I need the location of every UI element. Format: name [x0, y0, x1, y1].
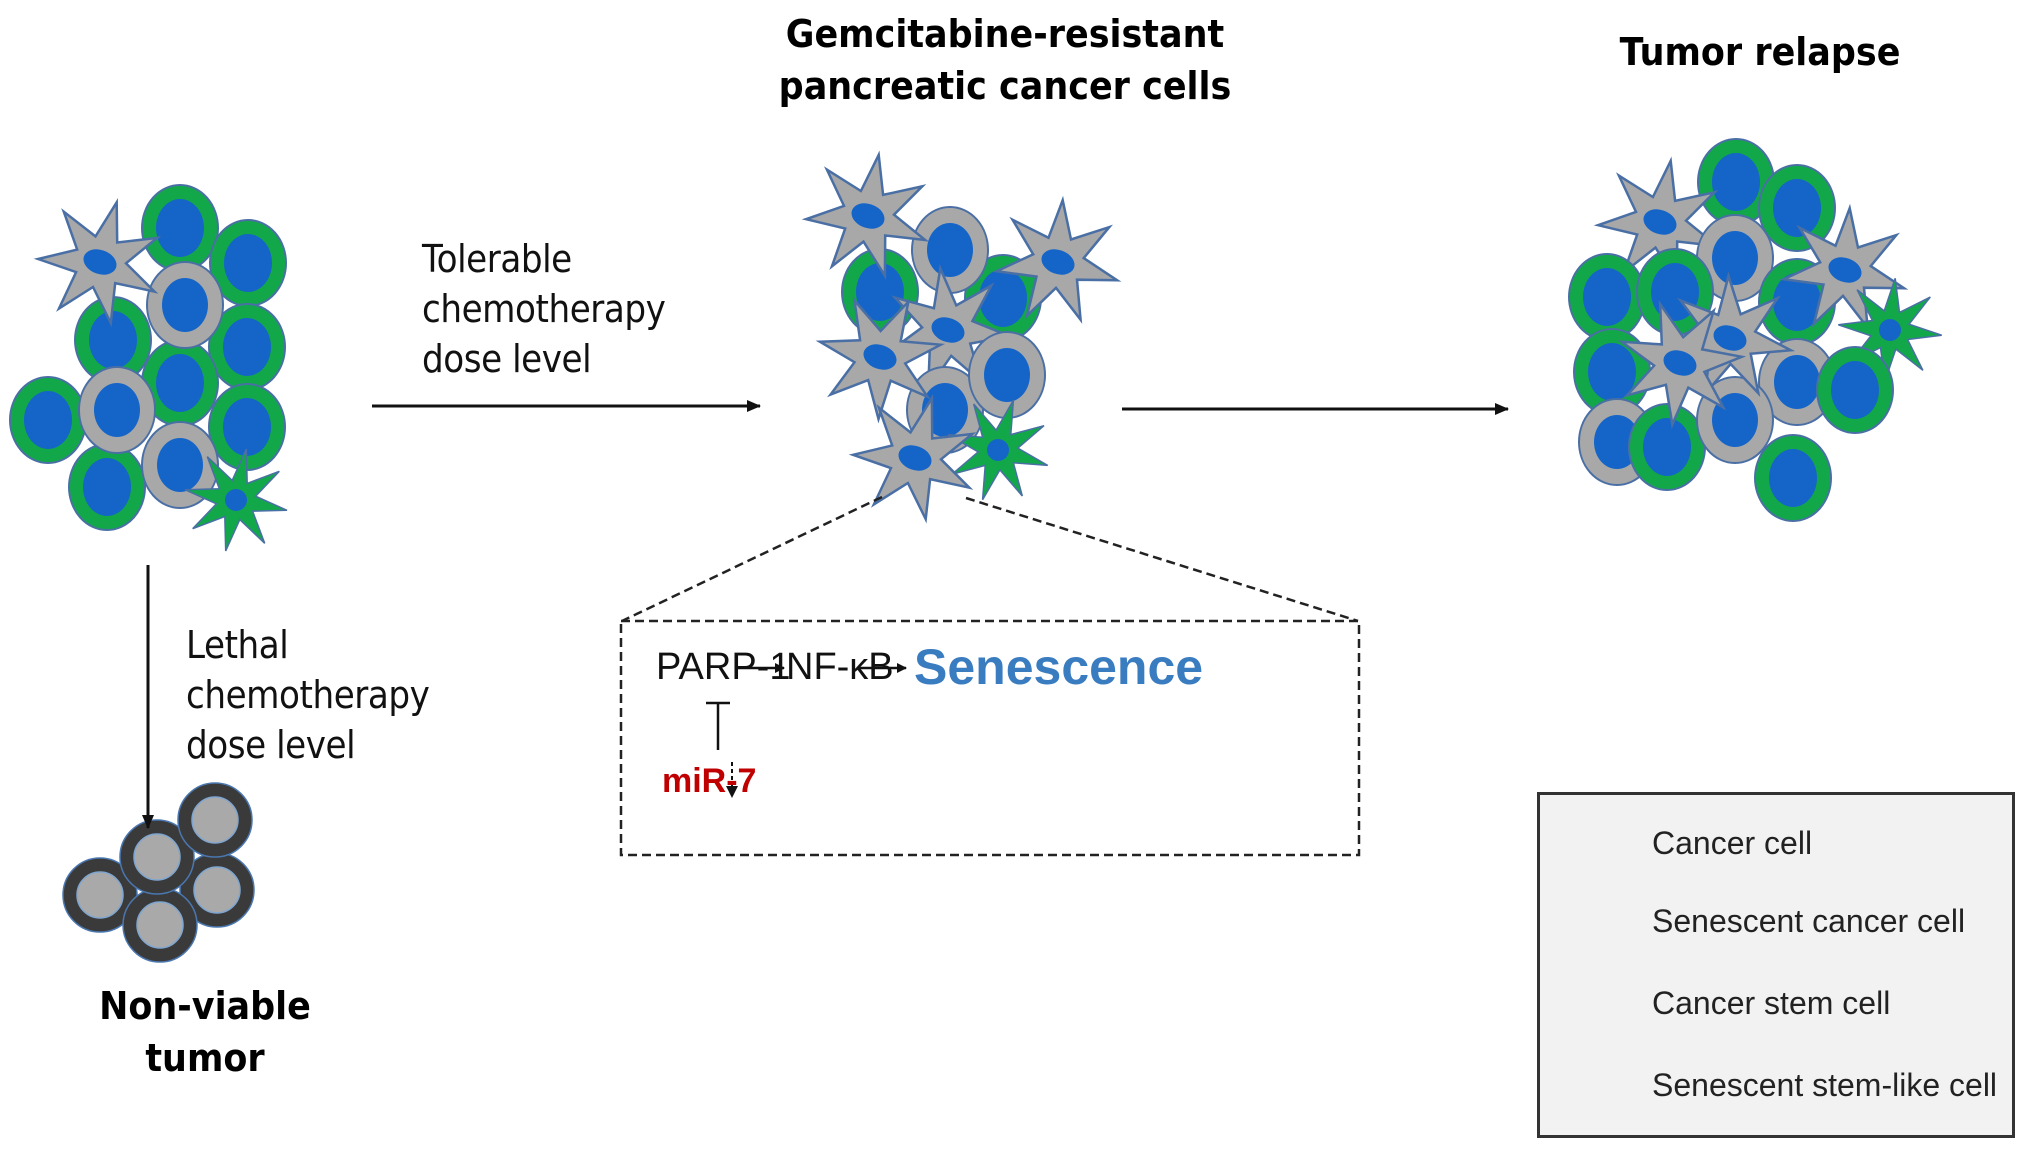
callout-line-left [621, 495, 883, 623]
lethal-line1: Lethal [186, 623, 289, 667]
tolerable-line2: chemotherapy [422, 287, 666, 331]
non-viable-title-line2: tumor [145, 1036, 265, 1080]
senescent-stem-like-cell-shape [801, 150, 930, 280]
relapse-tumor-cluster [1568, 138, 1942, 522]
cancer-cell-shape [1816, 346, 1894, 434]
non-viable-tumor-title: Non-viable tumor [53, 980, 357, 1084]
cancer-cell-shape [1568, 253, 1646, 341]
senescent-stem-like-cell-shape [33, 198, 162, 328]
cancer-stem-cell-shape [78, 366, 156, 454]
non-viable-cells-cluster [62, 782, 255, 963]
lethal-dose-label: Lethal chemotherapy dose level [186, 620, 430, 770]
non-viable-title-line1: Non-viable [99, 984, 311, 1028]
senescent-stem-like-cell-shape [992, 195, 1122, 324]
senescent-stem-like-cell-shape [1779, 203, 1909, 332]
cancer-stem-cell-shape [146, 261, 224, 349]
senescent-stem-like-cell-shape [1617, 299, 1747, 429]
resistant-cells-title-line2: pancreatic cancer cells [778, 64, 1232, 108]
dead-cell-shape [177, 782, 253, 858]
cancer-cell-shape [208, 383, 286, 471]
parp1-label: PARP-1 [656, 646, 791, 688]
senescent-cancer-cell-shape [184, 448, 288, 552]
senescent-stem-like-cell-shape [1665, 271, 1796, 399]
tumor-relapse-title: Tumor relapse [1619, 30, 1901, 74]
tolerable-line1: Tolerable [422, 237, 572, 281]
pathway-callout-box [619, 619, 1361, 857]
callout-line-right [965, 496, 1359, 623]
cancer-cell-shape [141, 184, 219, 272]
cancer-cell-shape [9, 376, 87, 464]
senescence-label: Senescence [914, 639, 1204, 695]
inhibition-bar-icon [706, 701, 730, 750]
senescent-cancer-cell-shape [947, 399, 1049, 501]
resistant-cells-title: Gemcitabine-resistant pancreatic cancer … [752, 8, 1258, 112]
cancer-stem-cell-shape [1696, 214, 1774, 302]
legend-label-senescent-stem-like-cell: Senescent stem-like cell [1652, 1067, 1998, 1103]
initial-tumor-cluster [9, 184, 288, 552]
nfkb-label: NF-κB [786, 646, 894, 688]
cancer-cell-shape [964, 254, 1042, 342]
dead-cell-shape [119, 819, 195, 895]
legend-label-cancer-cell: Cancer cell [1652, 825, 1813, 861]
tolerable-line3: dose level [422, 337, 592, 381]
dead-cell-shape [179, 852, 255, 928]
senescent-cancer-cell-shape [1838, 278, 1942, 382]
legend-label-senescent-cancer-cell: Senescent cancer cell [1652, 903, 1966, 939]
cancer-cell-shape [68, 443, 146, 531]
cancer-cell-shape [1754, 434, 1832, 522]
senescent-stem-like-cell-shape [848, 394, 977, 524]
dead-cell-shape [62, 857, 138, 933]
tolerable-dose-label: Tolerable chemotherapy dose level [422, 234, 666, 384]
legend-label-cancer-stem-cell: Cancer stem cell [1652, 985, 1891, 1021]
senescent-stem-like-cell-shape [815, 296, 946, 424]
lethal-line3: dose level [186, 723, 356, 767]
mir7-label: miR-7 [662, 762, 757, 800]
resistant-cells-title-line1: Gemcitabine-resistant [785, 12, 1225, 56]
cancer-cell-shape [208, 303, 286, 391]
cancer-stem-cell-shape [141, 421, 219, 509]
down-arrow-icon [726, 762, 738, 798]
resistant-cells-cluster [801, 150, 1122, 524]
cancer-stem-cell-shape [911, 206, 989, 294]
cancer-stem-cell-shape [968, 331, 1046, 419]
dead-cell-shape [122, 887, 198, 963]
legend-box: Cancer cell Senescent cancer cell Cancer… [1537, 792, 2015, 1138]
lethal-line2: chemotherapy [186, 673, 430, 717]
cancer-cell-shape [209, 219, 287, 307]
cancer-cell-shape [1758, 164, 1836, 252]
cancer-cell-shape [1628, 403, 1706, 491]
cancer-cell-shape [74, 296, 152, 384]
